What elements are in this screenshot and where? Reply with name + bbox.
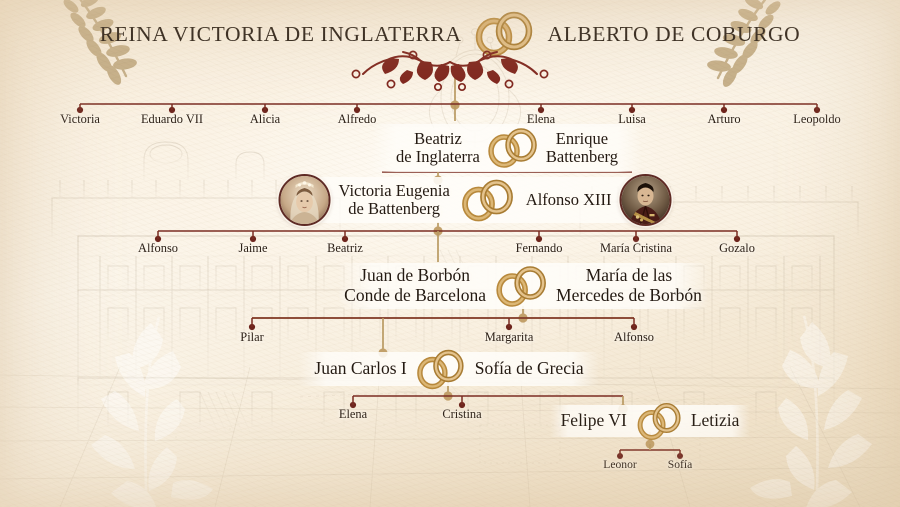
node-elena-g7[interactable]: Elena xyxy=(338,407,368,421)
couple-name-victoria-eugenia[interactable]: Victoria Eugenia de Battenberg xyxy=(338,180,450,218)
couple-victoria-eugenia-alfonso-xiii: Victoria Eugenia de Battenberg Alfonso X… xyxy=(278,174,672,226)
node-leonor[interactable]: Leonor xyxy=(603,458,637,471)
couple-name-enrique[interactable]: Enrique Battenberg xyxy=(545,128,618,166)
wedding-rings-icon xyxy=(496,266,546,307)
wedding-rings-icon xyxy=(488,128,537,168)
leaf-overlay-bottom-left-icon xyxy=(91,316,213,507)
node-arturo[interactable]: Arturo xyxy=(707,112,741,126)
root-name-right: ALBERTO DE COBURGO xyxy=(547,21,801,46)
couple-name-juan-de-borbon[interactable]: Juan de Borbón Conde de Barcelona xyxy=(344,265,487,305)
couple-beatriz-enrique: Beatriz de Inglaterra Enrique Battenberg xyxy=(396,128,618,168)
node-eduardo-vii[interactable]: Eduardo VII xyxy=(140,112,204,126)
couple-name-alfonso-xiii[interactable]: Alfonso XIII xyxy=(525,189,612,209)
couple-name-beatriz[interactable]: Beatriz de Inglaterra xyxy=(396,128,480,166)
couple-name-sofia-de-grecia[interactable]: Sofía de Grecia xyxy=(474,358,584,379)
node-maria-cristina[interactable]: María Cristina xyxy=(600,241,672,255)
node-leopoldo[interactable]: Leopoldo xyxy=(793,112,841,126)
node-victoria[interactable]: Victoria xyxy=(60,112,100,126)
node-jaime[interactable]: Jaime xyxy=(238,241,268,255)
node-sofia[interactable]: Sofía xyxy=(667,458,693,471)
wedding-rings-icon xyxy=(462,179,514,222)
couple-name-felipe-vi[interactable]: Felipe VI xyxy=(560,410,627,431)
wedding-rings-icon xyxy=(417,349,464,390)
couple-felipe-vi-letizia: Felipe VI Letizia xyxy=(560,402,740,440)
root-couple-victoria-alberto: REINA VICTORIA DE INGLATERRA ALBERTO DE … xyxy=(0,11,900,57)
couple-juan-de-borbon-maria-mercedes: Juan de Borbón Conde de Barcelona María … xyxy=(344,265,702,307)
ornamental-vine-flourish-icon xyxy=(351,50,549,92)
portrait-alfonso-xiii[interactable] xyxy=(619,174,672,226)
node-gozalo[interactable]: Gozalo xyxy=(719,241,755,255)
node-elena[interactable]: Elena xyxy=(526,112,556,126)
couple-name-maria-mercedes[interactable]: María de las Mercedes de Borbón xyxy=(556,265,702,305)
node-pilar[interactable]: Pilar xyxy=(240,330,264,344)
leaf-overlay-bottom-right-icon xyxy=(750,315,872,507)
couple-name-juan-carlos-i[interactable]: Juan Carlos I xyxy=(314,358,407,379)
node-alfonso-g3[interactable]: Alfonso xyxy=(138,241,178,255)
node-margarita[interactable]: Margarita xyxy=(484,330,534,344)
node-cristina[interactable]: Cristina xyxy=(442,407,482,421)
node-alicia[interactable]: Alicia xyxy=(249,112,281,126)
node-beatriz-g3[interactable]: Beatriz xyxy=(327,241,363,255)
couple-juan-carlos-sofia: Juan Carlos I Sofía de Grecia xyxy=(314,349,584,390)
node-fernando[interactable]: Fernando xyxy=(515,241,563,255)
wedding-rings-icon xyxy=(637,403,681,440)
couple-name-letizia[interactable]: Letizia xyxy=(690,410,740,431)
node-alfonso-g5[interactable]: Alfonso xyxy=(614,330,654,344)
wedding-rings-icon xyxy=(475,11,532,57)
portrait-victoria-eugenia[interactable] xyxy=(278,174,331,226)
root-name-left: REINA VICTORIA DE INGLATERRA xyxy=(99,21,462,46)
node-alfredo[interactable]: Alfredo xyxy=(337,112,377,126)
node-luisa[interactable]: Luisa xyxy=(618,112,646,126)
